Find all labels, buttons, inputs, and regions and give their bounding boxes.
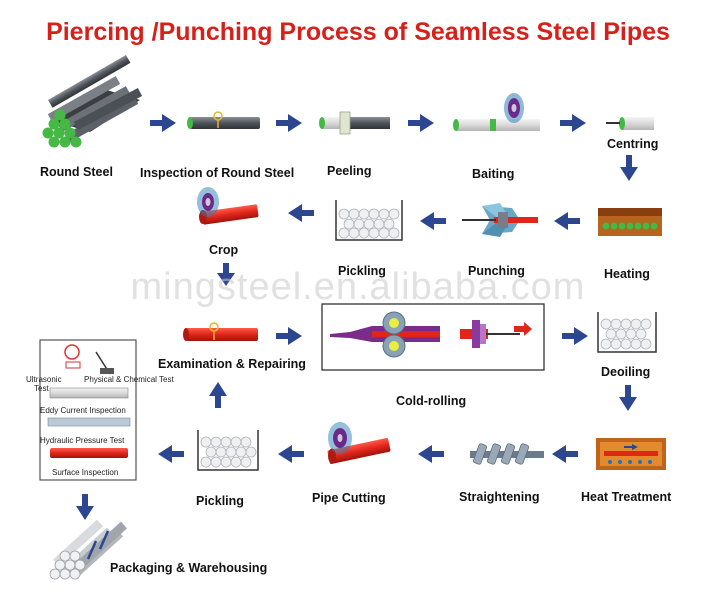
label-physical-chemical: Physical & Chemical Test (84, 375, 174, 384)
label-heat-treatment: Heat Treatment (581, 490, 672, 504)
label-inspection: Inspection of Round Steel (140, 166, 295, 180)
label-heating: Heating (604, 267, 650, 281)
arrow-left-icon (278, 445, 304, 463)
label-crop: Crop (209, 243, 239, 257)
arrow-icon (276, 327, 302, 345)
heat-treatment-furnace-icon (596, 438, 666, 470)
label-pickling-1: Pickling (338, 264, 386, 278)
label-baiting: Baiting (472, 167, 515, 181)
label-punching: Punching (468, 264, 525, 278)
arrow-left-icon (418, 445, 444, 463)
centring-rod-icon (606, 117, 654, 130)
inspection-rod-icon (187, 111, 260, 129)
arrow-left-icon (420, 212, 446, 230)
arrow-icon (150, 114, 176, 132)
peeling-rod-icon (319, 111, 390, 135)
label-ultrasonic: Ultrasonic (26, 375, 62, 384)
label-packaging: Packaging & Warehousing (110, 561, 268, 575)
label-test: Test (34, 384, 49, 393)
arrow-icon (560, 114, 586, 132)
inspection-box (39, 339, 137, 481)
baiting-rod-icon (453, 93, 540, 131)
round-steel-bundle-icon (42, 55, 143, 148)
watermark: mingsteel.en.alibaba.com (130, 266, 586, 308)
pickling-tank-icon (335, 200, 403, 241)
label-eddy-current: Eddy Current Inspection (40, 406, 126, 415)
arrow-left-icon (554, 212, 580, 230)
straightening-icon (470, 443, 544, 465)
examination-rod-icon (183, 322, 258, 341)
arrow-icon (408, 114, 434, 132)
pickling-tank-icon (197, 430, 259, 471)
label-examination: Examination & Repairing (158, 357, 306, 371)
packaging-bundle-icon (49, 519, 128, 580)
punching-icon (462, 203, 538, 237)
label-surface: Surface Inspection (52, 468, 119, 477)
arrow-icon (562, 327, 588, 345)
label-pipe-cutting: Pipe Cutting (312, 491, 386, 505)
label-pickling-2: Pickling (196, 494, 244, 508)
diagram-title: Piercing /Punching Process of Seamless S… (46, 18, 670, 46)
label-cold-rolling: Cold-rolling (396, 394, 467, 408)
label-centring: Centring (607, 137, 659, 151)
arrow-down-icon (217, 263, 235, 286)
arrow-down-icon (620, 155, 638, 181)
crop-icon (197, 187, 259, 225)
label-deoiling: Deoiling (601, 365, 651, 379)
cold-rolling-box (321, 303, 545, 371)
label-hydraulic: Hydraulic Pressure Test (40, 436, 125, 445)
label-round-steel: Round Steel (40, 165, 113, 179)
label-peeling: Peeling (327, 164, 372, 178)
arrow-icon (276, 114, 302, 132)
arrow-up-icon (209, 382, 227, 408)
arrow-left-icon (158, 445, 184, 463)
arrow-down-icon (619, 385, 637, 411)
arrow-left-icon (288, 204, 314, 222)
heating-furnace-icon (598, 208, 662, 236)
deoiling-tank-icon (597, 312, 657, 353)
pipe-cutting-icon (327, 422, 391, 464)
arrow-down-icon (76, 494, 94, 520)
arrow-left-icon (552, 445, 578, 463)
label-straightening: Straightening (459, 490, 540, 504)
